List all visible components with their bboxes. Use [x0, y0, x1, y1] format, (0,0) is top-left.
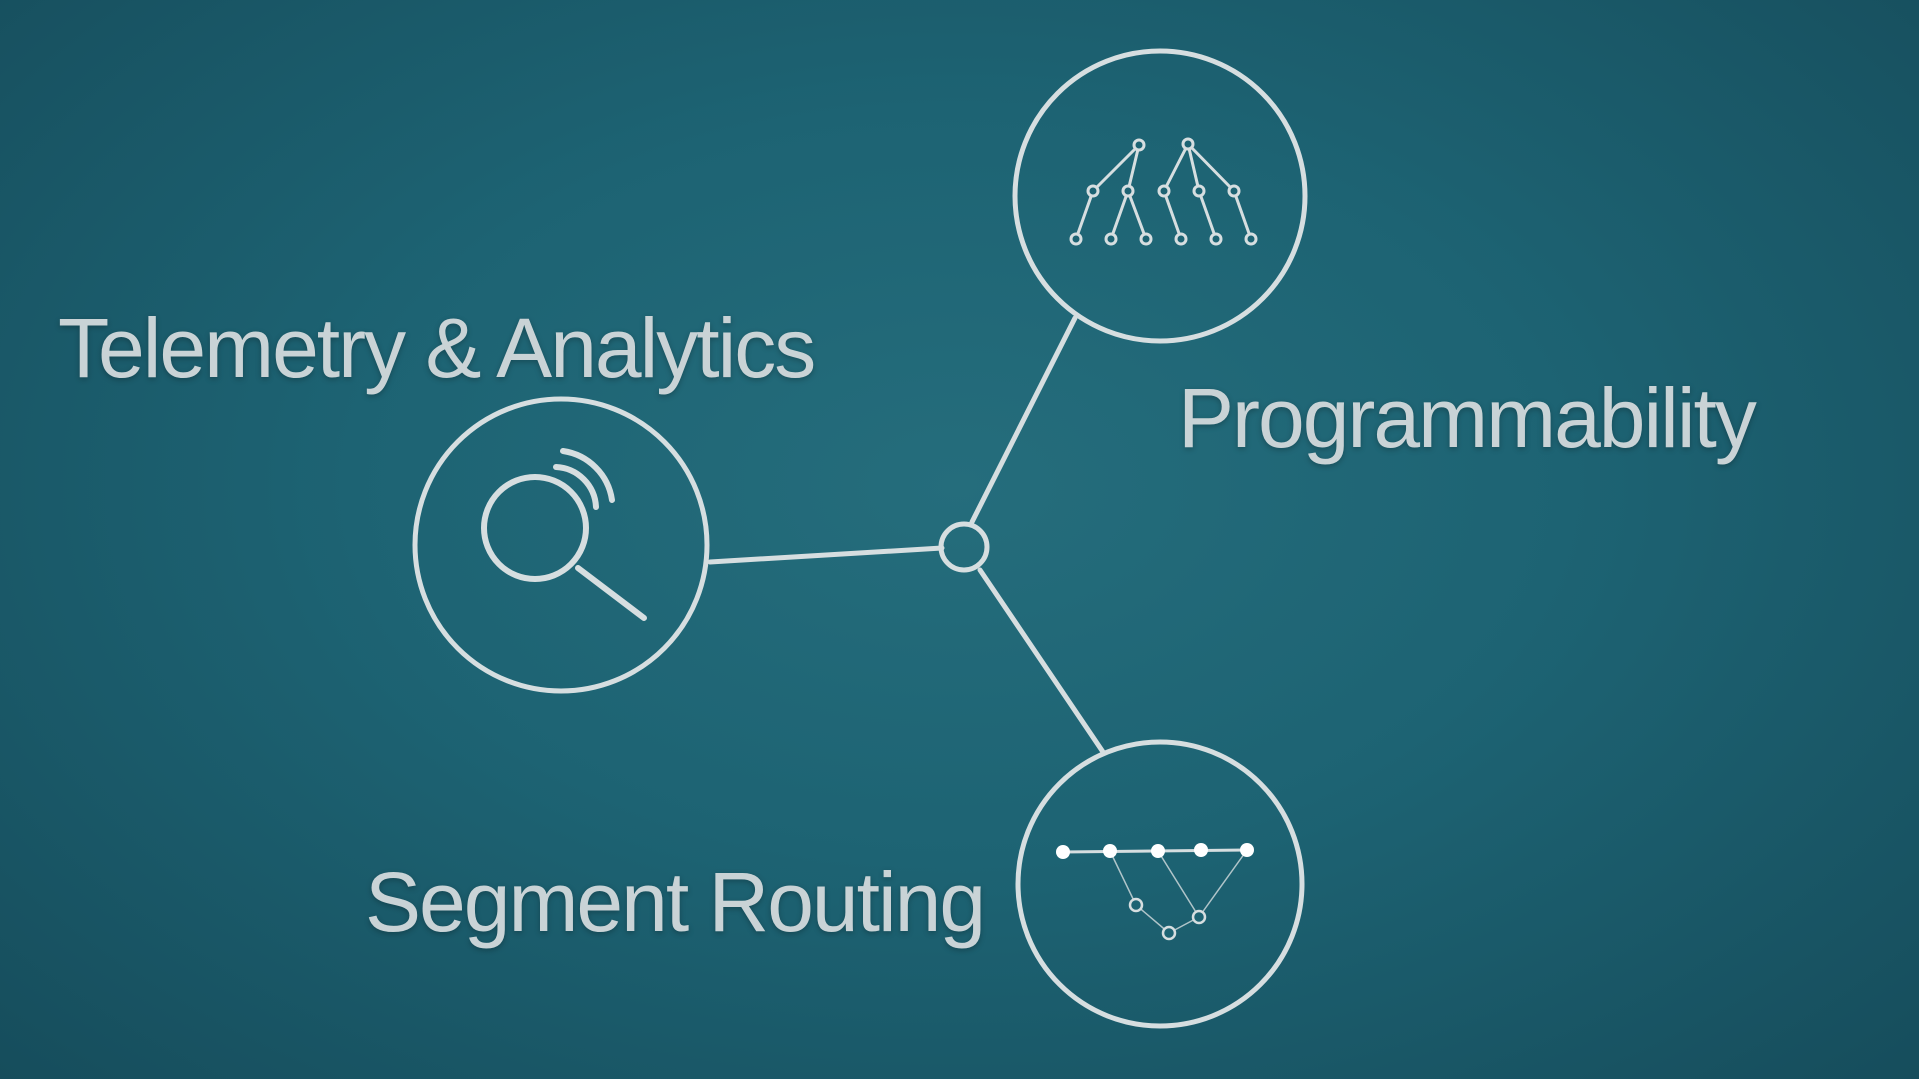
central-hub	[938, 521, 990, 573]
programmability-label: Programmability	[1178, 371, 1757, 465]
magnifier-signal-icon	[481, 448, 647, 621]
telemetry-circle	[412, 396, 710, 694]
programmability-circle	[1012, 48, 1308, 344]
path-routing-icon	[1056, 843, 1254, 941]
connector-telemetry	[707, 545, 945, 565]
telemetry-analytics-label: Telemetry & Analytics	[58, 301, 816, 395]
segment-routing-label: Segment Routing	[365, 855, 986, 949]
connector-programmability	[969, 315, 1078, 525]
tree-hierarchy-icon	[1069, 137, 1258, 246]
connector-segment-routing	[977, 567, 1106, 755]
segment-routing-circle	[1015, 739, 1305, 1029]
